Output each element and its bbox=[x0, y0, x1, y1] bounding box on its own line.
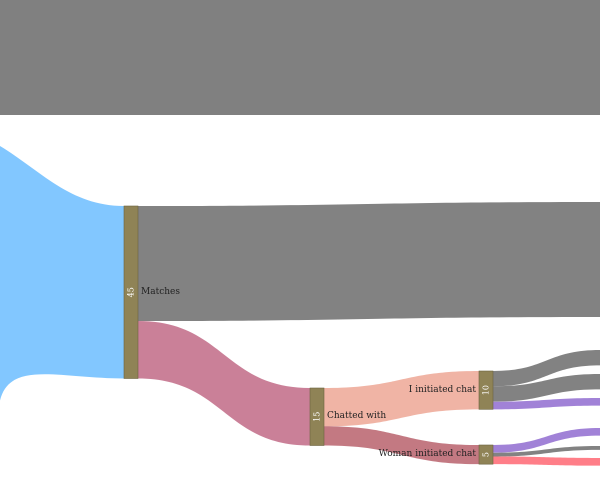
node-value-chatted: 15 bbox=[313, 412, 322, 422]
node-label-woman_initiated: Woman initiated chat bbox=[379, 449, 477, 459]
sankey-link bbox=[0, 146, 124, 401]
sankey-link bbox=[324, 371, 479, 427]
sankey-link bbox=[493, 374, 600, 402]
sankey-link bbox=[493, 350, 600, 387]
sankey-link bbox=[493, 446, 600, 457]
sankey-link bbox=[138, 202, 600, 321]
sankey-link bbox=[324, 426, 479, 465]
sankey-node-i_initiated bbox=[478, 370, 494, 410]
node-value-woman_initiated: 5 bbox=[482, 452, 491, 457]
node-label-matches: Matches bbox=[141, 287, 180, 297]
node-value-matches: 45 bbox=[127, 287, 136, 297]
sankey-node-woman_initiated bbox=[478, 444, 494, 465]
sankey-links bbox=[0, 0, 600, 466]
node-label-i_initiated: I initiated chat bbox=[409, 385, 477, 395]
sankey-nodes bbox=[123, 205, 494, 465]
node-label-chatted: Chatted with bbox=[327, 411, 386, 421]
sankey-link bbox=[0, 0, 600, 115]
sankey-link bbox=[138, 321, 310, 446]
sankey-node-matches bbox=[123, 205, 139, 379]
sankey-link bbox=[493, 428, 600, 453]
sankey-node-chatted bbox=[309, 387, 325, 446]
node-value-i_initiated: 10 bbox=[482, 385, 491, 395]
sankey-link bbox=[493, 398, 600, 410]
sankey-link bbox=[493, 456, 600, 466]
